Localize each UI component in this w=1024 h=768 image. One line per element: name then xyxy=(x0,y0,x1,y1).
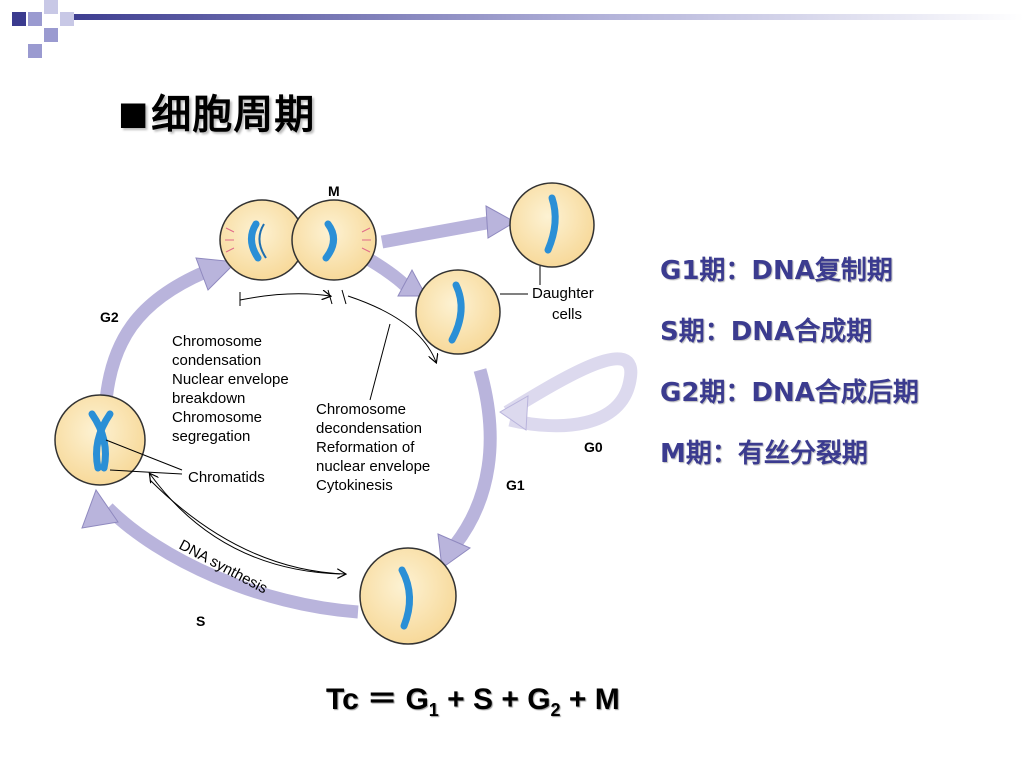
phase-item: M期：有丝分裂期 xyxy=(660,439,868,469)
formula-tail: + M xyxy=(560,683,620,716)
label-s: S xyxy=(196,613,205,629)
telophase-events: Chromosome decondensation Reformation of… xyxy=(316,401,430,494)
mitosis-cell xyxy=(219,199,377,281)
label-daughter-1: Daughter xyxy=(532,285,594,302)
mitosis-event: breakdown xyxy=(172,390,245,407)
mitosis-event: segregation xyxy=(172,428,250,445)
cycle-arrowheads xyxy=(81,205,517,569)
g0-loop-arrow xyxy=(503,352,638,433)
mitosis-event: condensation xyxy=(172,352,261,369)
telophase-event: Chromosome xyxy=(316,401,406,418)
label-chromatids: Chromatids xyxy=(188,469,265,486)
cycle-time-formula: Tc ＝ G1 + S + G2 + M xyxy=(326,674,620,721)
title-text: 细胞周期 xyxy=(151,92,316,138)
phase-item: S期：DNA合成期 xyxy=(660,317,873,347)
telophase-event: Cytokinesis xyxy=(316,477,393,494)
label-g0-text: G0 xyxy=(584,439,603,455)
mitosis-events: Chromosome condensation Nuclear envelope… xyxy=(172,333,289,445)
slide-title: ■细胞周期 xyxy=(118,82,315,140)
duration-brackets xyxy=(105,289,436,574)
mitosis-event: Chromosome xyxy=(172,333,262,350)
g2-cell xyxy=(54,394,146,486)
label-g2: G2 xyxy=(100,309,119,325)
formula-mid: + S + G xyxy=(438,683,551,716)
phase-item: G2期：DNA合成后期 xyxy=(660,378,919,408)
mitosis-event: Chromosome xyxy=(172,409,262,426)
label-m: M xyxy=(328,183,340,199)
g0-loop-arrowhead xyxy=(499,395,529,431)
formula-sub1: 1 xyxy=(428,700,439,720)
label-g0: G0 xyxy=(584,439,603,455)
telophase-event: nuclear envelope xyxy=(316,458,430,475)
label-g1-text: G1 xyxy=(506,477,525,493)
daughter-cell-top xyxy=(509,182,595,268)
telophase-event: Reformation of xyxy=(316,439,415,456)
slide-header-bar xyxy=(12,0,1024,58)
telophase-event: decondensation xyxy=(316,420,422,437)
phase-list: G1期：DNA复制期 S期：DNA合成期 G2期：DNA合成后期 M期：有丝分裂… xyxy=(660,250,919,494)
label-g2-text: G2 xyxy=(100,309,119,325)
g1-cell xyxy=(359,547,457,645)
title-bullet: ■ xyxy=(118,94,150,132)
mitosis-event: Nuclear envelope xyxy=(172,371,289,388)
formula-sub2: 2 xyxy=(550,700,561,720)
daughter-cell-middle xyxy=(415,269,501,355)
label-g1: G1 xyxy=(506,477,525,493)
label-daughter-2: cells xyxy=(552,306,582,323)
formula-prefix: Tc ＝ G xyxy=(326,683,429,716)
phase-item: G1期：DNA复制期 xyxy=(660,256,893,286)
